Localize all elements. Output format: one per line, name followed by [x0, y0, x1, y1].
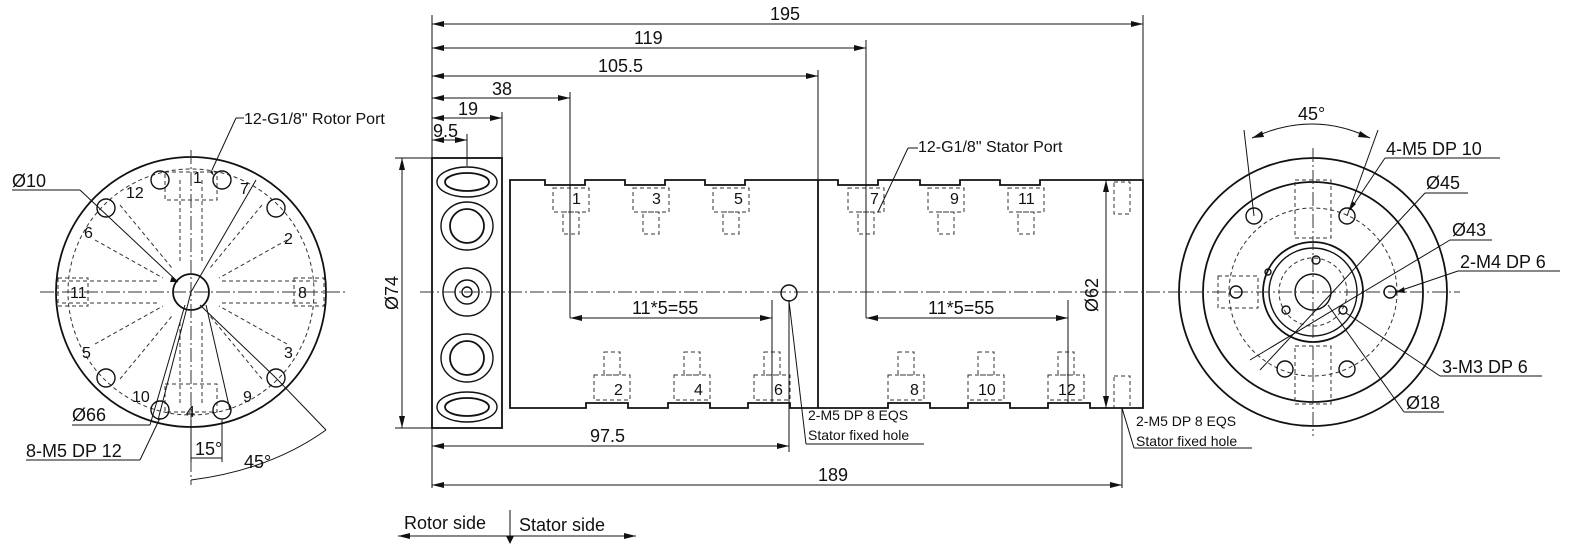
- dim-195: 195: [770, 4, 800, 24]
- left-thread-spec: 8-M5 DP 12: [26, 441, 122, 461]
- left-port-1: 1: [193, 170, 202, 187]
- m5-hole: [1338, 360, 1356, 378]
- left-port-2: 2: [284, 231, 293, 248]
- m3-hole: [1338, 305, 1348, 315]
- pin-hole: [1264, 268, 1272, 276]
- dim-62: Ø62: [1082, 278, 1102, 312]
- dim-74: Ø74: [382, 276, 402, 310]
- side-callouts: [788, 147, 1252, 449]
- left-mounting-holes: [96, 170, 286, 420]
- dim-97-5: 97.5: [590, 426, 625, 446]
- side-port-3: 3: [652, 191, 661, 208]
- left-port-3: 3: [284, 345, 293, 362]
- right-callouts: [1249, 157, 1560, 413]
- left-port-11: 11: [70, 285, 87, 302]
- left-port-passages: [57, 171, 325, 413]
- right-hidden-ports: [1217, 179, 1332, 405]
- left-port-5: 5: [82, 345, 91, 362]
- left-dia-66: Ø66: [72, 405, 106, 425]
- m3-hole: [1281, 305, 1291, 315]
- mount-hole: [212, 170, 232, 190]
- dim-189: 189: [818, 465, 848, 485]
- m5-hole: [1338, 207, 1356, 225]
- mount-hole: [96, 368, 116, 388]
- m5-hole: [1245, 207, 1263, 225]
- mount-hole: [266, 198, 286, 218]
- left-port-4: 4: [186, 404, 195, 421]
- right-thread-m5: 4-M5 DP 10: [1386, 139, 1482, 159]
- right-end-view: 45° 4-M5 DP 10 Ø45 Ø43 2-M4 DP 6 3-M3 DP…: [1168, 104, 1560, 436]
- fixed-hole-1-spec: 2-M5 DP 8 EQS: [808, 407, 908, 423]
- side-port-12: 12: [1058, 382, 1076, 399]
- left-port-6: 6: [84, 225, 93, 242]
- side-port-10: 10: [978, 382, 996, 399]
- top-hidden-ports: [552, 187, 1045, 235]
- right-angle-45: 45°: [1298, 104, 1325, 124]
- m5-hole: [1276, 360, 1294, 378]
- stator-fixed-hole-side: [780, 284, 798, 302]
- right-dia-18: Ø18: [1406, 393, 1440, 413]
- dim-119: 119: [634, 28, 663, 48]
- left-port-10: 10: [132, 389, 150, 406]
- left-port-7: 7: [240, 181, 249, 198]
- fixed-hole-1-desc: Stator fixed hole: [808, 427, 909, 443]
- rotor-side-label: Rotor side: [404, 513, 486, 533]
- left-port-8: 8: [298, 285, 307, 302]
- left-callouts: [12, 117, 327, 481]
- left-angle-45: 45°: [244, 452, 271, 472]
- stator-port-label: 12-G1/8" Stator Port: [918, 139, 1063, 156]
- m3-hole: [1311, 255, 1321, 265]
- side-port-4: 4: [694, 382, 703, 399]
- dim-38: 38: [492, 79, 512, 99]
- right-dia-45: Ø45: [1426, 173, 1460, 193]
- left-angle-15: 15°: [195, 439, 222, 459]
- left-end-view: 1 2 3 4 5 6 7 8 9 10 11 12: [12, 111, 385, 485]
- mount-hole: [266, 368, 286, 388]
- side-port-5: 5: [734, 191, 743, 208]
- side-port-2: 2: [614, 382, 623, 399]
- right-dia-43: Ø43: [1452, 220, 1486, 240]
- mount-hole: [150, 400, 170, 420]
- stator-side-label: Stator side: [519, 515, 605, 535]
- bottom-hidden-ports: [593, 351, 1085, 401]
- left-port-9: 9: [243, 389, 252, 406]
- dim-105-5: 105.5: [598, 56, 643, 76]
- left-port-12: 12: [126, 185, 144, 202]
- left-port-labels: 1 2 3 4 5 6 7 8 9 10 11 12: [70, 170, 307, 421]
- side-port-9: 9: [950, 191, 959, 208]
- right-angle-arc: [1251, 123, 1371, 139]
- side-port-8: 8: [910, 382, 919, 399]
- mount-hole: [150, 170, 170, 190]
- right-m5-holes: [1245, 207, 1356, 378]
- dim-9-5: 9.5: [433, 121, 458, 141]
- side-indicator: [398, 510, 636, 544]
- side-view: 1 3 5 7 9 11 2 4 6 8 10 12: [382, 4, 1252, 544]
- fixed-hole-2-desc: Stator fixed hole: [1136, 433, 1237, 449]
- dim-19: 19: [458, 99, 478, 119]
- side-port-6: 6: [774, 382, 783, 399]
- fixed-hole-2-spec: 2-M5 DP 8 EQS: [1136, 413, 1236, 429]
- side-port-7: 7: [870, 191, 879, 208]
- left-dia-10: Ø10: [12, 171, 46, 191]
- end-fixed-holes: [1113, 181, 1131, 409]
- right-thread-m4: 2-M4 DP 6: [1460, 252, 1546, 272]
- mount-hole: [96, 198, 116, 218]
- side-port-11: 11: [1018, 191, 1035, 208]
- rotor-flange-ports: [436, 166, 498, 423]
- mount-hole: [212, 400, 232, 420]
- stator-body: [509, 179, 1144, 409]
- pitch-left: 11*5=55: [632, 298, 698, 318]
- side-dimensions: [395, 15, 1144, 488]
- m4-hole: [1229, 285, 1243, 299]
- pitch-right: 11*5=55: [928, 298, 994, 318]
- rotor-port-label: 12-G1/8" Rotor Port: [244, 111, 385, 128]
- side-port-1: 1: [572, 191, 581, 208]
- right-thread-m3: 3-M3 DP 6: [1442, 357, 1528, 377]
